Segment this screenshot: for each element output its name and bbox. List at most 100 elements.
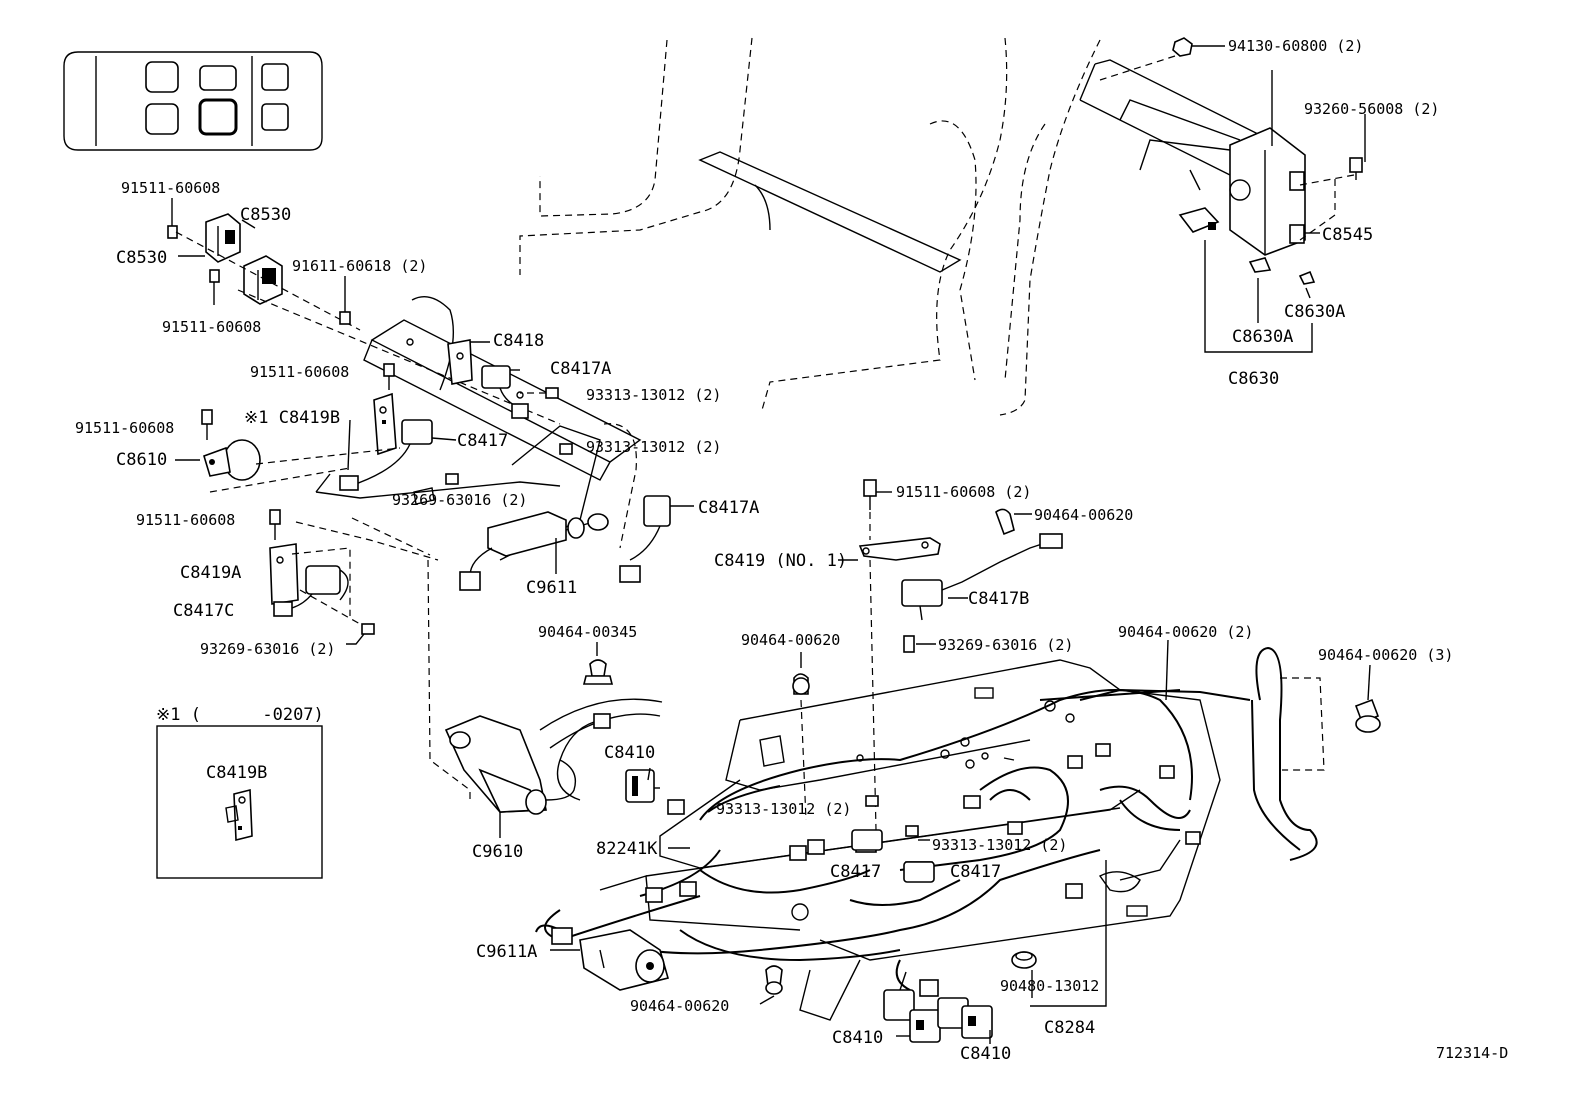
switch-c8417a-mid [619, 495, 694, 583]
label-91511-60608-a: 91511-60608 [121, 179, 220, 197]
label-c9611: C9611 [526, 578, 577, 598]
label-90480-13012: 90480-13012 [1000, 977, 1099, 995]
actuator-c9611 [459, 511, 609, 591]
screw-91511-c-icon [383, 363, 395, 390]
screw-91511-f-icon [863, 479, 877, 510]
clamp-90464-e-icon [765, 965, 783, 995]
label-c8410-mid: C8410 [604, 743, 655, 763]
inset-part-label: C8419B [206, 763, 267, 783]
label-c8610: C8610 [116, 450, 167, 470]
label-c8630a-right: C8630A [1284, 302, 1345, 322]
label-93313-13012-b: 93313-13012 (2) [586, 438, 721, 456]
screw-93313-b-icon [559, 443, 573, 455]
label-93313-13012-c: 93313-13012 (2) [716, 800, 851, 818]
label-c9611a: C9611A [476, 942, 537, 962]
wire-harness [535, 689, 1193, 991]
switch-c8530-rear [243, 255, 283, 305]
seat-outline-ghost [519, 37, 1101, 416]
label-c8630: C8630 [1228, 369, 1279, 389]
label-90464-00620-a: 90464-00620 [1034, 506, 1133, 524]
screw-91511-a-icon [167, 198, 178, 239]
label-c8417-bottom-1: C8417 [830, 862, 881, 882]
vehicle-locator-icon [63, 51, 323, 151]
cable-loop-right [1039, 646, 1318, 861]
label-91511-60608-b: 91511-60608 [162, 318, 261, 336]
bracket-c8418 [447, 339, 490, 385]
control-module [1229, 127, 1306, 256]
label-82241k: 82241K [596, 839, 658, 859]
label-91511-60608-f: 91511-60608 (2) [896, 483, 1031, 501]
motor-c9610 [444, 715, 577, 815]
label-c8418: C8418 [493, 331, 544, 351]
label-93313-13012-a: 93313-13012 (2) [586, 386, 721, 404]
label-c9610: C9610 [472, 842, 523, 862]
switch-c8530-front [205, 213, 241, 263]
screw-93313-a-icon [520, 387, 559, 399]
label-91511-60608-c: 91511-60608 [250, 363, 349, 381]
motor-c8610 [203, 439, 261, 481]
screw-91511-e-icon [269, 509, 281, 540]
screw-93269-b-icon [346, 623, 375, 645]
label-91511-60608-e: 91511-60608 [136, 511, 235, 529]
switch-c8417c [273, 565, 349, 617]
clamp-90464-b-icon [792, 673, 810, 695]
label-c8410-bottom-2: C8410 [960, 1044, 1011, 1064]
label-93260-56008: 93260-56008 (2) [1304, 100, 1439, 118]
label-93313-13012-d: 93313-13012 (2) [932, 836, 1067, 854]
bracket-c8419-no1 [858, 537, 941, 561]
screw-91511-d-icon [201, 409, 213, 440]
bracket-c8419b [373, 392, 397, 456]
clamp-90464-d-icon [1354, 698, 1381, 733]
label-91611-60618: 91611-60618 (2) [292, 257, 427, 275]
label-c8417-top: C8417 [457, 431, 508, 451]
label-91511-60608-d: 91511-60608 [75, 419, 174, 437]
switch-c8417-lower-right [903, 861, 935, 883]
actuator-c9611a [579, 929, 669, 991]
bolt-93260-icon [1349, 157, 1363, 180]
label-c8545: C8545 [1322, 225, 1373, 245]
label-c8417c: C8417C [173, 601, 234, 621]
label-c8419a: C8419A [180, 563, 241, 583]
switch-c8417b [901, 533, 1063, 621]
inset-panel [156, 725, 323, 879]
label-90464-00620-e: 90464-00620 [630, 997, 729, 1015]
label-c8530-top: C8530 [240, 205, 291, 225]
connector-c8630 [1178, 207, 1316, 285]
label-90464-00620-c: 90464-00620 (2) [1118, 623, 1253, 641]
label-c8419-no1: C8419 (NO. 1) [714, 551, 847, 571]
label-c8417a-top: C8417A [550, 359, 611, 379]
label-c8417-bottom-2: C8417 [950, 862, 1001, 882]
screw-91611-icon [339, 276, 351, 325]
label-90464-00620-b: 90464-00620 [741, 631, 840, 649]
label-93269-63016-c: 93269-63016 (2) [938, 636, 1073, 654]
inset-title: ※1 ( -0207) [156, 705, 324, 725]
label-93269-63016-a: 93269-63016 (2) [392, 491, 527, 509]
label-c8284: C8284 [1044, 1018, 1095, 1038]
label-note-c8419b: ※1 C8419B [244, 408, 340, 428]
switch-c8417a-upper [481, 365, 529, 419]
plate-shim [413, 487, 435, 505]
screw-93269-c-icon [903, 635, 915, 653]
label-c8630a-left: C8630A [1232, 327, 1293, 347]
label-c8417b: C8417B [968, 589, 1029, 609]
screw-93313-c-icon [865, 795, 879, 807]
connector-c8410-pair [883, 971, 993, 1043]
screw-93313-d-icon [905, 825, 919, 837]
bolt-94130-icon [1172, 37, 1193, 57]
label-93269-63016-b: 93269-63016 (2) [200, 640, 335, 658]
clamp-90464-345-icon [582, 659, 614, 685]
grommet-90480 [1011, 951, 1037, 969]
screw-93269-a-icon [445, 473, 459, 485]
connector-c8410-mid [625, 769, 660, 803]
seat-frame-lower [599, 659, 1221, 1021]
label-90464-00345: 90464-00345 [538, 623, 637, 641]
label-94130-60800: 94130-60800 (2) [1228, 37, 1363, 55]
label-c8417a-mid: C8417A [698, 498, 759, 518]
label-90464-00620-d: 90464-00620 (3) [1318, 646, 1453, 664]
bracket-c8419a [269, 543, 299, 605]
callout-labels: 91511-60608 C8530 C8530 91611-60618 (2) … [75, 37, 1508, 1064]
label-c8530-left: C8530 [116, 248, 167, 268]
label-c8410-bottom-1: C8410 [832, 1028, 883, 1048]
